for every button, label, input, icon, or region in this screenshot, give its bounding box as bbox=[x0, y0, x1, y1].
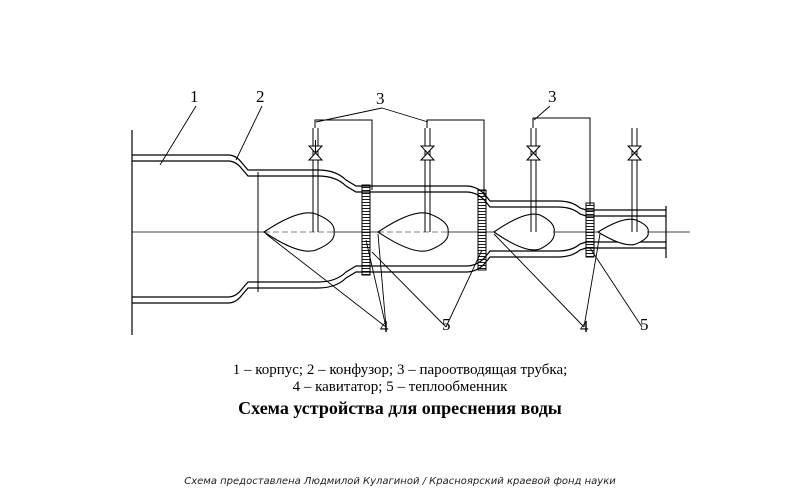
valves bbox=[307, 140, 643, 161]
body-wall-bottom-outer bbox=[132, 247, 666, 304]
cavitator-3 bbox=[493, 213, 555, 251]
callout-4b: 4 bbox=[580, 317, 589, 336]
image-credit: Схема предоставлена Людмилой Кулагиной /… bbox=[184, 476, 616, 487]
body-wall-top-outer bbox=[132, 154, 666, 211]
diagram-title: Схема устройства для опреснения воды bbox=[238, 398, 562, 418]
callout-5b: 5 bbox=[640, 315, 649, 334]
leader-lines bbox=[159, 105, 643, 328]
cavitator-1 bbox=[263, 212, 335, 252]
cavitator-2 bbox=[377, 212, 449, 252]
legend-line-1: 1 – корпус; 2 – конфузор; 3 – пароотводя… bbox=[232, 362, 568, 378]
callout-1: 1 bbox=[190, 87, 199, 106]
callout-2: 2 bbox=[256, 87, 265, 106]
heat-exchanger-2 bbox=[477, 189, 487, 271]
heat-exchanger-3 bbox=[585, 202, 595, 258]
callout-3b: 3 bbox=[548, 87, 557, 106]
body-wall-bottom-inner bbox=[132, 241, 666, 298]
callout-5a: 5 bbox=[442, 315, 451, 334]
heat-exchanger-1 bbox=[361, 184, 371, 276]
callout-3a: 3 bbox=[376, 89, 385, 108]
callout-4a: 4 bbox=[380, 317, 389, 336]
body-wall-top-inner bbox=[132, 160, 666, 217]
cavitator-4 bbox=[596, 218, 649, 246]
tube-connections bbox=[314, 117, 591, 205]
legend-line-2: 4 – кавитатор; 5 – теплообменник bbox=[292, 379, 508, 395]
steam-tubes bbox=[312, 128, 638, 232]
